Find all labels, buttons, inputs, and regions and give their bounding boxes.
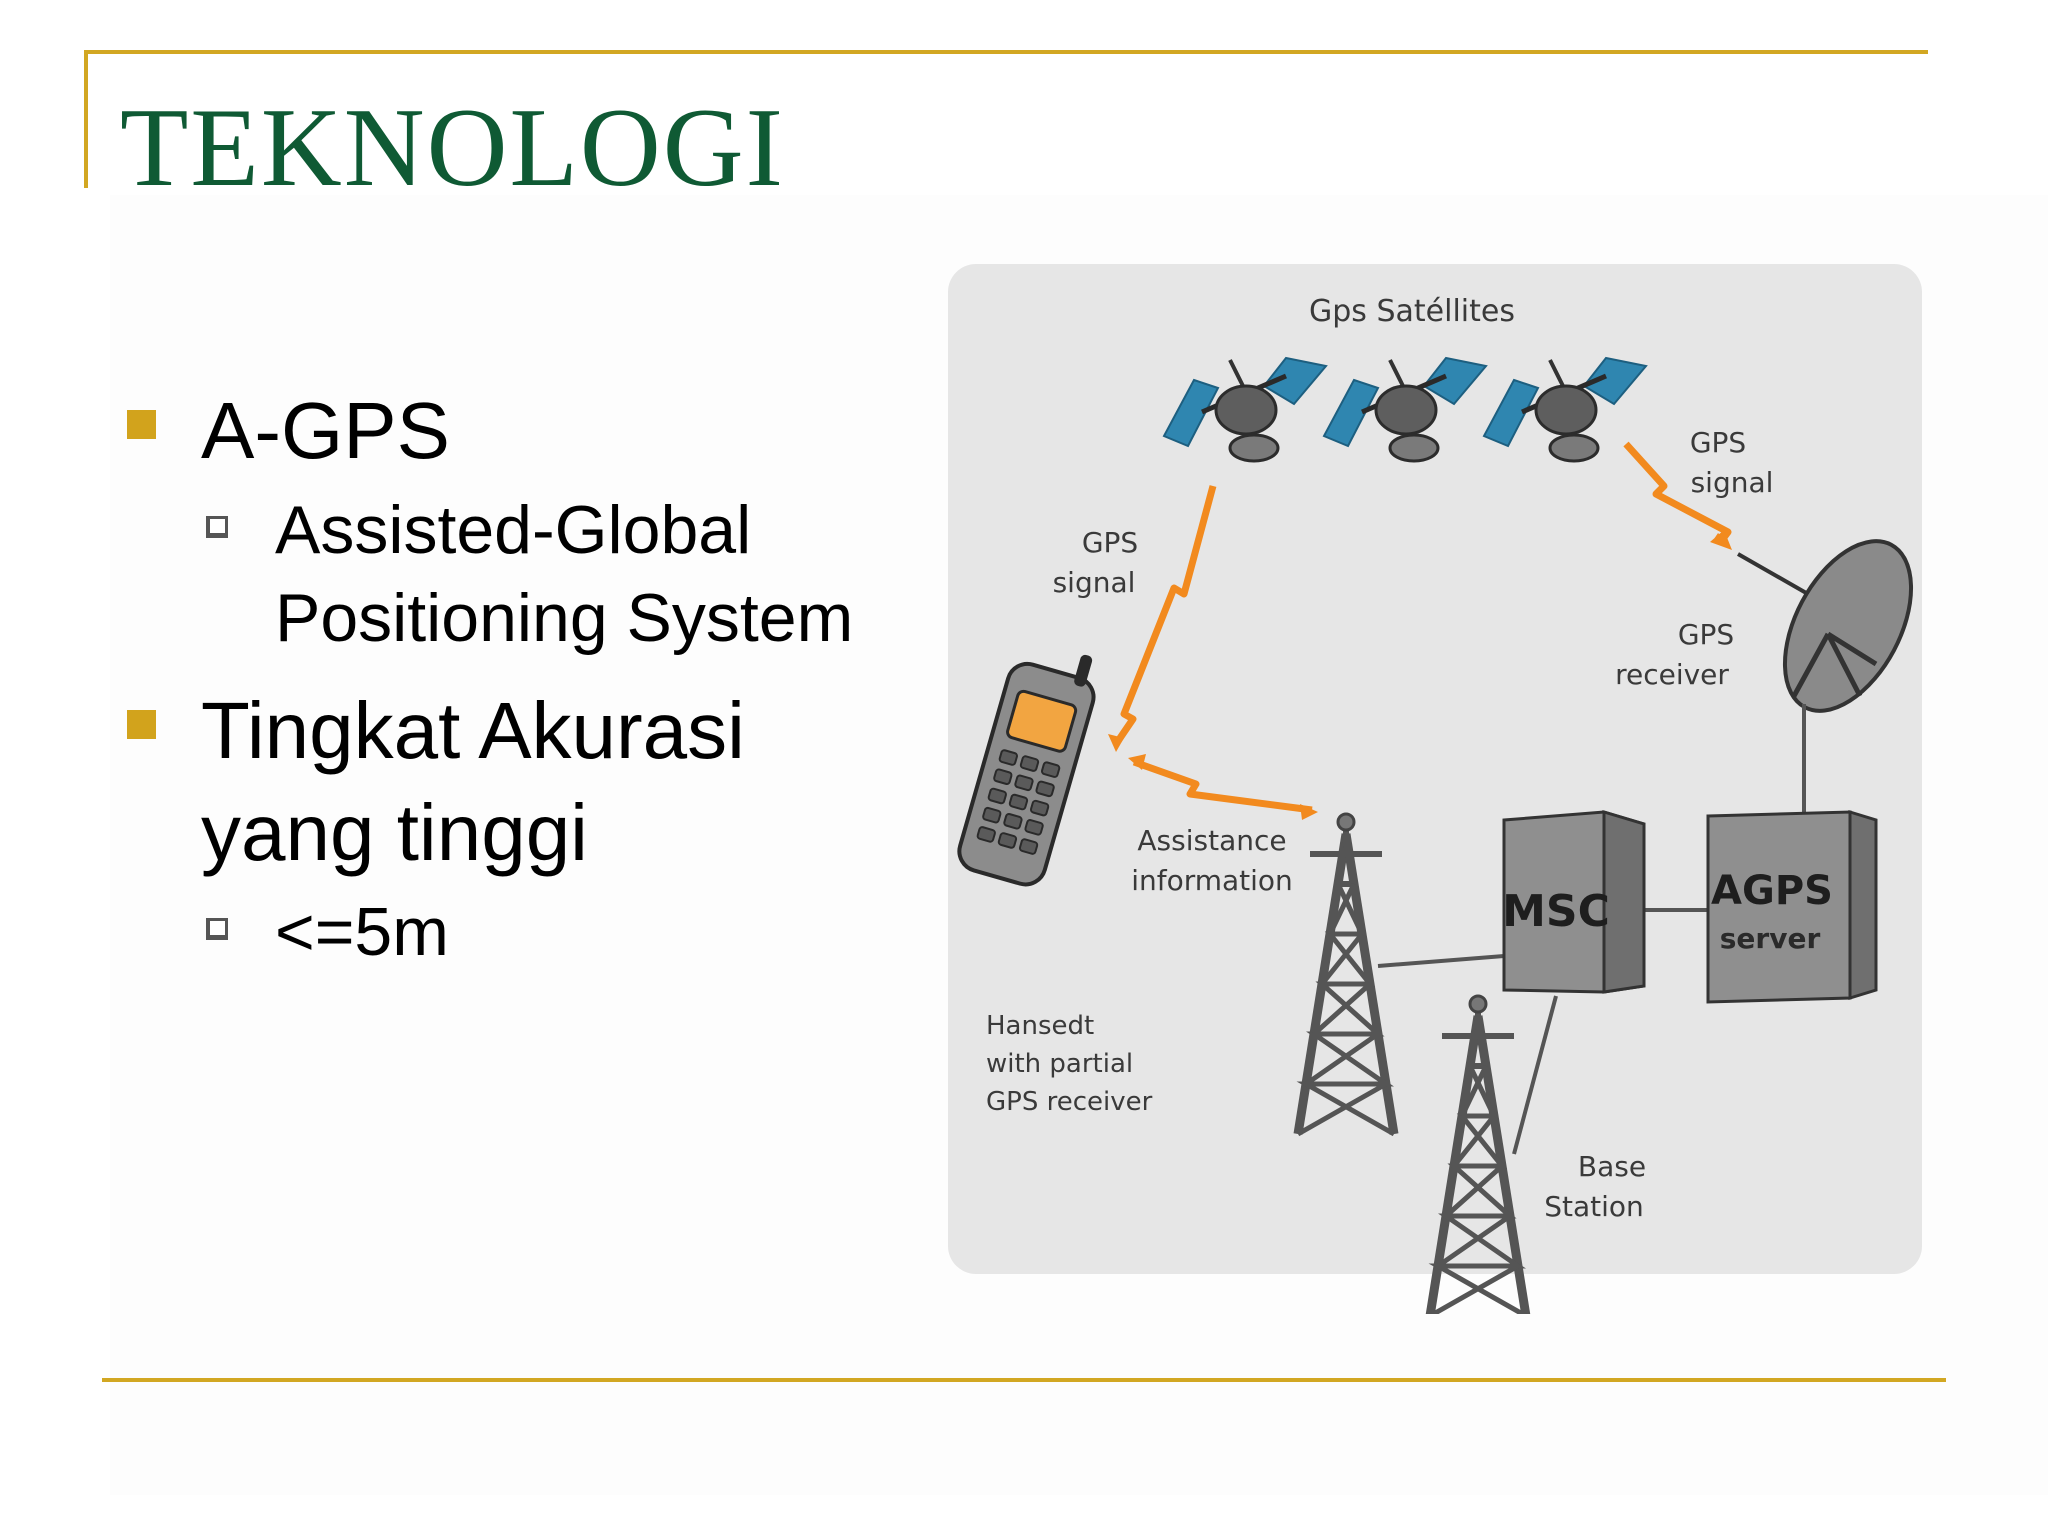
slide-title: TEKNOLOGI: [120, 86, 785, 210]
handset-line1: Hansedt: [986, 1011, 1094, 1041]
gps-signal-right-line1: GPS: [1690, 426, 1746, 459]
agps-label: AGPS: [1711, 868, 1833, 914]
bottom-divider: [102, 1378, 1946, 1382]
bullet-text: A-GPS: [201, 386, 450, 475]
hollow-square-bullet-icon: [206, 918, 228, 940]
sub-bullet-text: Assisted-Global Positioning System: [275, 492, 854, 656]
signal-arrowhead-icon: [1128, 754, 1146, 770]
msc-to-base-link: [1512, 995, 1558, 1155]
tower-to-msc-link: [1377, 954, 1505, 968]
gps-signal-left-line2: signal: [1053, 566, 1136, 599]
sub-bullet-text: <=5m: [275, 894, 449, 970]
left-divider: [84, 50, 88, 188]
assistance-line1: Assistance: [1137, 824, 1286, 857]
agps-diagram: Gps Satéllites GPS signal GPS signal GPS…: [948, 264, 1922, 1314]
base-station-line1: Base: [1578, 1150, 1646, 1183]
square-bullet-icon: [127, 710, 156, 739]
sub-bullet-accuracy-value: <=5m: [125, 888, 905, 976]
sub-bullet-agps-definition: Assisted-Global Positioning System: [125, 486, 905, 662]
signal-arrowhead-icon: [1710, 530, 1732, 550]
handset-line3: GPS receiver: [986, 1087, 1153, 1117]
gps-signal-bolt-left: [1113, 485, 1217, 746]
satellites-label: Gps Satéllites: [1309, 294, 1515, 329]
base-station-line2: Station: [1544, 1190, 1644, 1223]
bullet-text: Tingkat Akurasi yang tinggi: [201, 686, 745, 877]
bullet-agps: A-GPS: [125, 380, 905, 482]
assistance-signal-bolt: [1132, 758, 1313, 814]
bullet-accuracy: Tingkat Akurasi yang tinggi: [125, 680, 905, 884]
signal-arrowhead-icon: [1108, 734, 1124, 752]
assistance-line2: information: [1131, 864, 1293, 897]
gps-receiver-line2: receiver: [1615, 658, 1729, 691]
square-bullet-icon: [127, 410, 156, 439]
msc-label: MSC: [1502, 886, 1610, 937]
signal-arrowhead-icon: [1300, 804, 1318, 820]
gps-receiver-line1: GPS: [1678, 618, 1734, 651]
top-divider: [84, 50, 1928, 54]
gps-signal-right-line2: signal: [1691, 466, 1774, 499]
agps-server-label: server: [1720, 922, 1821, 955]
agps-server-box: [1706, 809, 1878, 1004]
handset-line2: with partial: [986, 1049, 1133, 1079]
bullet-list: A-GPS Assisted-Global Positioning System…: [125, 380, 905, 976]
mobile-handset-icon: [957, 654, 1096, 887]
msc-box: [1502, 809, 1646, 994]
hollow-square-bullet-icon: [206, 516, 228, 538]
gps-signal-left-line1: GPS: [1082, 526, 1138, 559]
diagram-panel: [948, 264, 1922, 1274]
